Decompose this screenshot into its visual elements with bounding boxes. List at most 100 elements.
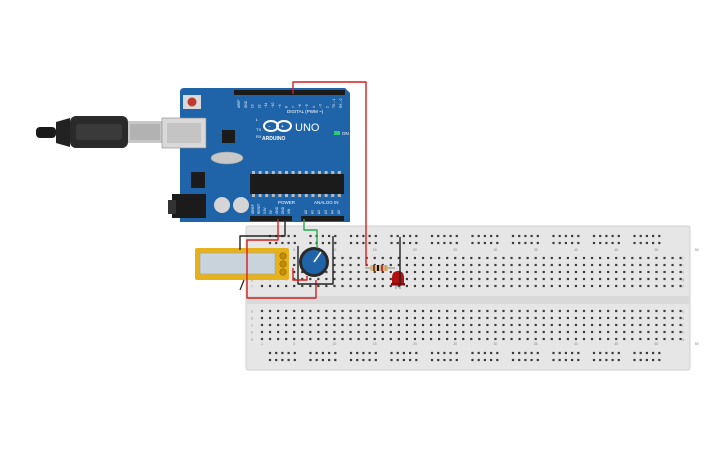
- breadboard-hole[interactable]: [605, 351, 608, 355]
- breadboard-hole[interactable]: [277, 337, 280, 341]
- breadboard-hole[interactable]: [349, 284, 352, 288]
- breadboard-hole[interactable]: [534, 309, 537, 313]
- breadboard-hole[interactable]: [462, 284, 465, 288]
- breadboard-hole[interactable]: [550, 263, 553, 267]
- breadboard-hole[interactable]: [599, 241, 602, 245]
- breadboard-hole[interactable]: [550, 277, 553, 281]
- breadboard-hole[interactable]: [454, 337, 457, 341]
- breadboard-hole[interactable]: [623, 309, 626, 313]
- breadboard-hole[interactable]: [552, 234, 555, 238]
- breadboard-hole[interactable]: [518, 241, 521, 245]
- breadboard-hole[interactable]: [430, 241, 434, 245]
- breadboard-hole[interactable]: [462, 256, 465, 260]
- breadboard-hole[interactable]: [623, 284, 626, 288]
- breadboard-hole[interactable]: [293, 316, 296, 320]
- breadboard-hole[interactable]: [647, 316, 650, 320]
- wire-red-pot[interactable]: [292, 268, 308, 281]
- breadboard-hole[interactable]: [390, 358, 393, 362]
- breadboard-hole[interactable]: [502, 309, 505, 313]
- breadboard-hole[interactable]: [390, 241, 393, 245]
- breadboard-hole[interactable]: [455, 351, 458, 355]
- breadboard-hole[interactable]: [590, 309, 594, 313]
- breadboard-hole[interactable]: [574, 337, 578, 341]
- breadboard-hole[interactable]: [566, 330, 569, 334]
- breadboard-hole[interactable]: [443, 241, 446, 245]
- breadboard-hole[interactable]: [285, 323, 288, 327]
- breadboard-hole[interactable]: [462, 270, 465, 274]
- breadboard-hole[interactable]: [518, 330, 521, 334]
- breadboard-hole[interactable]: [486, 270, 489, 274]
- breadboard-hole[interactable]: [260, 316, 264, 320]
- breadboard-hole[interactable]: [478, 284, 481, 288]
- breadboard-hole[interactable]: [652, 234, 655, 238]
- breadboard-hole[interactable]: [413, 309, 417, 313]
- breadboard-hole[interactable]: [333, 270, 336, 274]
- resistor[interactable]: [365, 265, 395, 271]
- breadboard-hole[interactable]: [362, 234, 365, 238]
- breadboard-hole[interactable]: [590, 277, 594, 281]
- breadboard-hole[interactable]: [617, 351, 620, 355]
- breadboard-hole[interactable]: [599, 270, 602, 274]
- breadboard-hole[interactable]: [301, 323, 304, 327]
- breadboard-hole[interactable]: [496, 351, 499, 355]
- breadboard-hole[interactable]: [590, 263, 594, 267]
- breadboard-hole[interactable]: [558, 263, 561, 267]
- breadboard-hole[interactable]: [510, 323, 513, 327]
- breadboard-hole[interactable]: [373, 323, 376, 327]
- breadboard-hole[interactable]: [592, 358, 596, 362]
- breadboard-hole[interactable]: [671, 270, 674, 274]
- breadboard-hole[interactable]: [471, 358, 474, 362]
- breadboard-hole[interactable]: [285, 316, 288, 320]
- breadboard-hole[interactable]: [402, 358, 405, 362]
- breadboard-hole[interactable]: [564, 351, 567, 355]
- breadboard-hole[interactable]: [349, 256, 352, 260]
- breadboard-hole[interactable]: [374, 351, 377, 355]
- breadboard-hole[interactable]: [652, 351, 655, 355]
- breadboard-hole[interactable]: [362, 351, 365, 355]
- breadboard-hole[interactable]: [536, 358, 539, 362]
- breadboard-hole[interactable]: [356, 241, 359, 245]
- breadboard-hole[interactable]: [301, 330, 304, 334]
- breadboard-hole[interactable]: [639, 263, 642, 267]
- wire-red-digital[interactable]: [292, 81, 367, 266]
- breadboard-hole[interactable]: [389, 316, 392, 320]
- breadboard-hole[interactable]: [671, 337, 674, 341]
- breadboard-hole[interactable]: [429, 309, 433, 313]
- breadboard-hole[interactable]: [438, 337, 441, 341]
- power-header[interactable]: [250, 216, 292, 221]
- breadboard-hole[interactable]: [623, 263, 626, 267]
- breadboard-hole[interactable]: [405, 337, 408, 341]
- breadboard-hole[interactable]: [658, 351, 661, 355]
- breadboard-hole[interactable]: [328, 241, 331, 245]
- usb-cable[interactable]: [36, 116, 162, 148]
- breadboard-hole[interactable]: [526, 323, 529, 327]
- breadboard-hole[interactable]: [293, 263, 296, 267]
- breadboard-hole[interactable]: [607, 263, 610, 267]
- breadboard-hole[interactable]: [558, 309, 561, 313]
- wire-black-gnd[interactable]: [239, 219, 286, 250]
- breadboard-hole[interactable]: [446, 263, 449, 267]
- breadboard-hole[interactable]: [405, 316, 408, 320]
- breadboard-hole[interactable]: [496, 358, 499, 362]
- breadboard-hole[interactable]: [542, 330, 545, 334]
- breadboard-hole[interactable]: [623, 316, 626, 320]
- breadboard-hole[interactable]: [281, 358, 284, 362]
- breadboard-hole[interactable]: [462, 323, 465, 327]
- breadboard-hole[interactable]: [470, 263, 473, 267]
- breadboard-hole[interactable]: [341, 323, 344, 327]
- breadboard-hole[interactable]: [373, 284, 376, 288]
- breadboard-hole[interactable]: [639, 351, 642, 355]
- breadboard-hole[interactable]: [663, 263, 666, 267]
- breadboard-hole[interactable]: [287, 351, 290, 355]
- breadboard-hole[interactable]: [611, 351, 614, 355]
- breadboard-hole[interactable]: [454, 316, 457, 320]
- breadboard-hole[interactable]: [647, 263, 650, 267]
- breadboard-hole[interactable]: [552, 351, 555, 355]
- breadboard-hole[interactable]: [518, 316, 521, 320]
- breadboard-hole[interactable]: [402, 234, 405, 238]
- breadboard-hole[interactable]: [655, 330, 658, 334]
- breadboard-hole[interactable]: [462, 277, 465, 281]
- breadboard-hole[interactable]: [645, 234, 648, 238]
- breadboard-hole[interactable]: [671, 277, 674, 281]
- breadboard-hole[interactable]: [599, 337, 602, 341]
